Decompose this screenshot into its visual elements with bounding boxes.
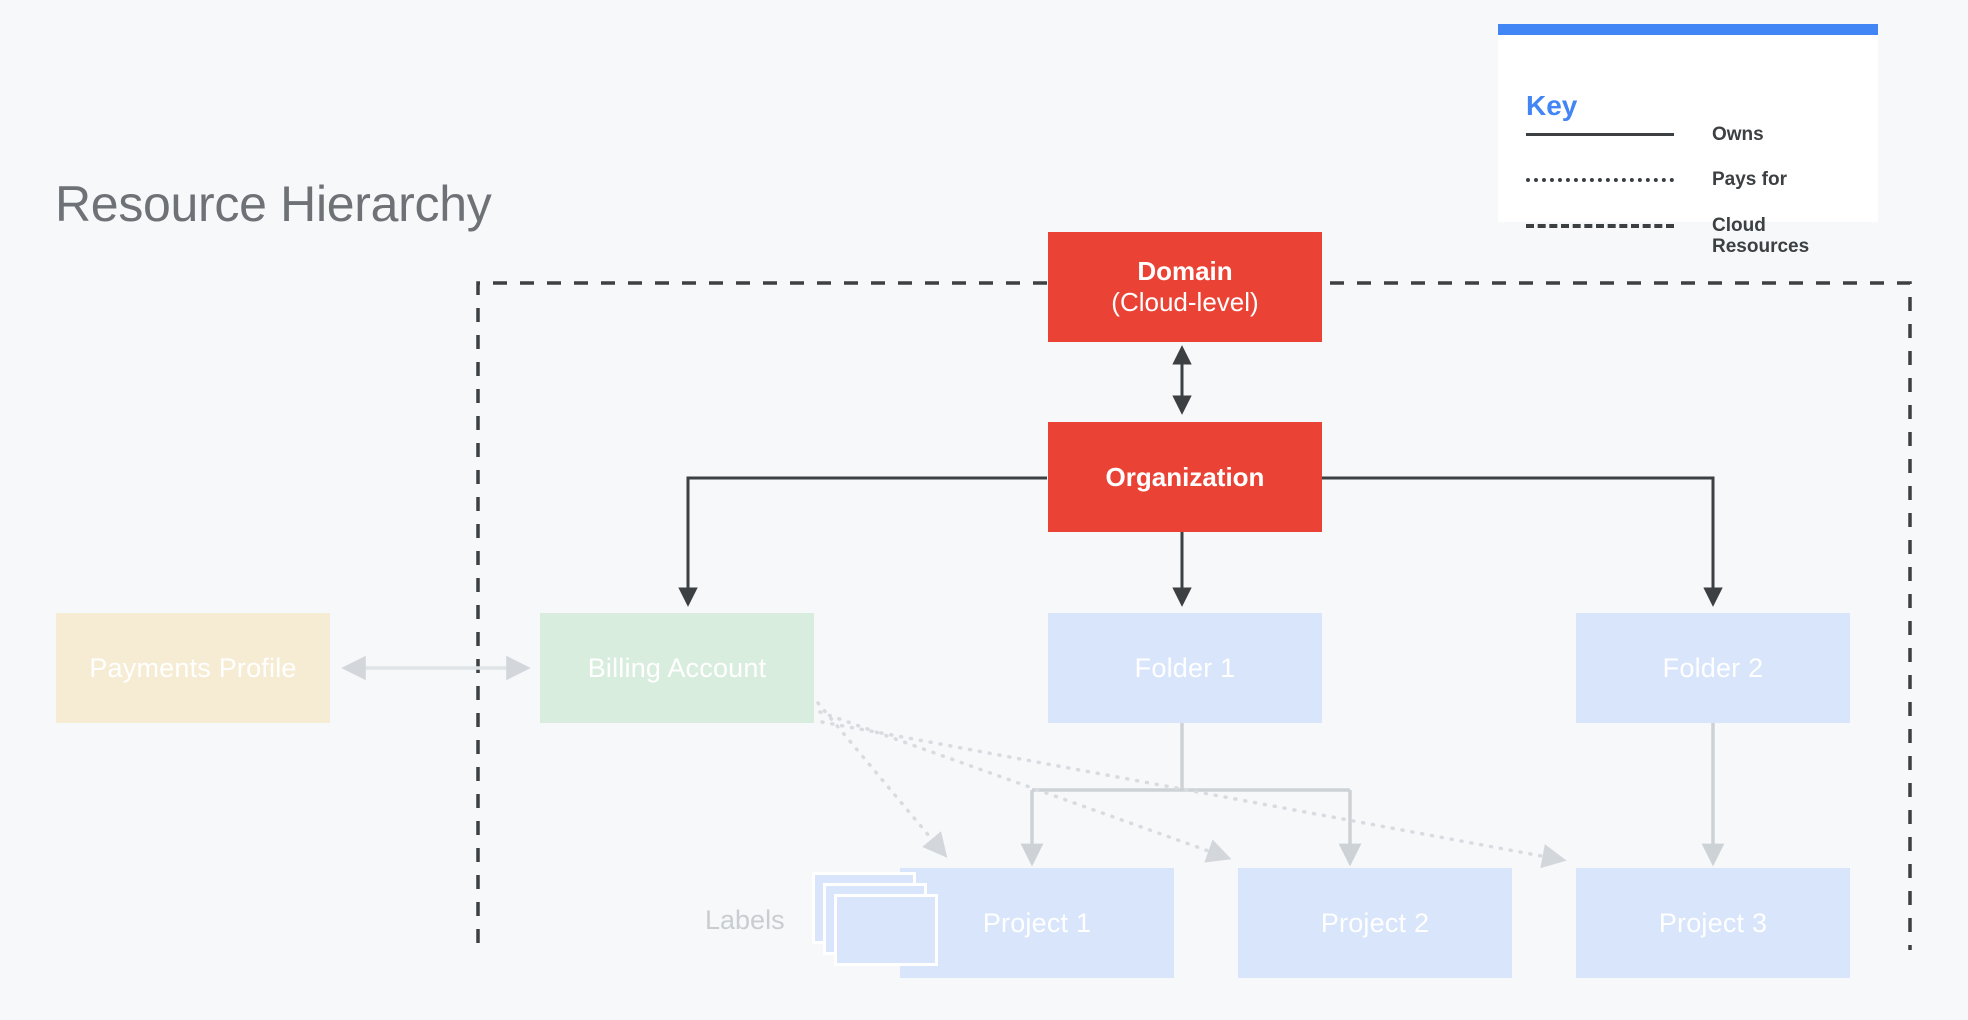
legend-accent-bar (1498, 24, 1878, 35)
legend-title: Key (1526, 90, 1578, 121)
edge-billing-account-project-3 (820, 720, 1567, 869)
edge-billing-account-project-1 (816, 701, 948, 858)
node-billing-account-label: Billing Account (587, 652, 767, 683)
solid-line-icon (1526, 124, 1674, 136)
node-payments-profile-label: Payments Profile (89, 652, 297, 683)
node-folder-1-label: Folder 1 (1134, 652, 1236, 683)
node-billing-account[interactable]: Billing Account (540, 613, 814, 723)
edge-organization-folder-2 (1320, 476, 1723, 607)
dotted-line-icon (1526, 169, 1674, 183)
legend-item-pays-for: Pays for (1526, 169, 1856, 190)
node-folder-2[interactable]: Folder 2 (1576, 613, 1850, 723)
legend-item-label: Cloud Resources (1712, 214, 1810, 257)
node-project-1[interactable]: Project 1 (900, 868, 1174, 978)
legend-item-cloud-resources: Cloud Resources (1526, 215, 1856, 258)
legend-item-owns: Owns (1526, 124, 1856, 145)
dashed-line-icon (1526, 215, 1674, 228)
labels-stack-icon (812, 872, 942, 968)
legend-key-panel: Key Owns Pays for Cloud Resources (1498, 24, 1878, 257)
node-payments-profile[interactable]: Payments Profile (56, 613, 330, 723)
labels-caption: Labels (705, 905, 785, 935)
node-project-2[interactable]: Project 2 (1238, 868, 1512, 978)
edge-folder-1-projects (1020, 719, 1362, 867)
node-project-3-label: Project 3 (1658, 907, 1768, 938)
page-title: Resource Hierarchy (55, 176, 492, 232)
legend-item-label: Owns (1712, 124, 1764, 145)
node-domain[interactable]: Domain (Cloud-level) (1048, 232, 1322, 342)
edge-billing-account-project-2 (818, 710, 1232, 863)
node-folder-2-label: Folder 2 (1662, 652, 1764, 683)
label-card-front (834, 894, 938, 966)
edge-organization-billing-account (678, 476, 1047, 607)
node-project-2-label: Project 2 (1320, 907, 1430, 938)
node-organization[interactable]: Organization (1048, 422, 1322, 532)
legend-item-label: Pays for (1712, 169, 1787, 191)
node-folder-1[interactable]: Folder 1 (1048, 613, 1322, 723)
node-domain-label: Domain (Cloud-level) (1111, 256, 1259, 317)
node-project-3[interactable]: Project 3 (1576, 868, 1850, 978)
node-project-1-label: Project 1 (982, 907, 1092, 938)
node-organization-label: Organization (1105, 461, 1265, 492)
legend-rows: Owns Pays for Cloud Resources (1526, 124, 1856, 281)
